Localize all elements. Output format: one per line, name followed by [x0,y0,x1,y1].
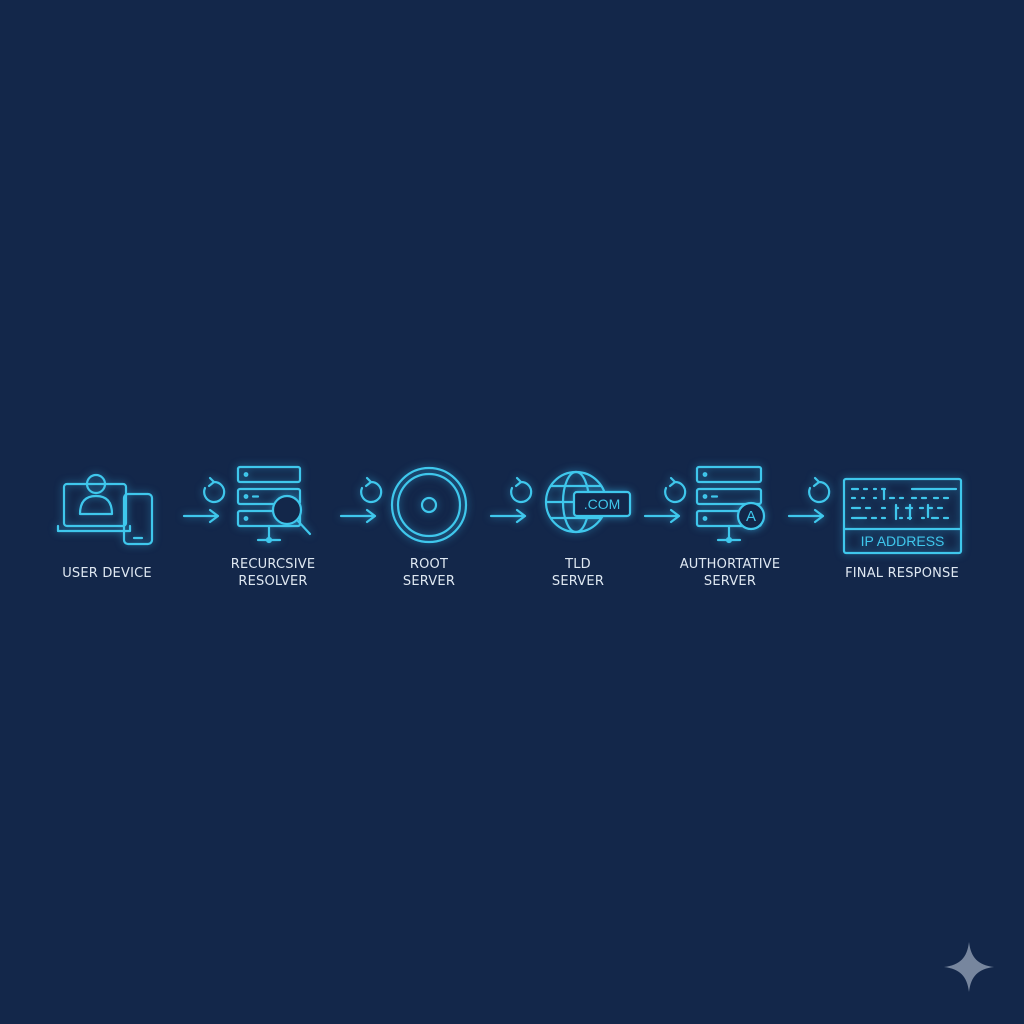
tld-com-badge: .COM [584,496,621,512]
root-server-disc-icon [390,466,468,544]
user-device-icon [56,473,154,546]
sparkle-icon [944,942,994,992]
step-label-authoritative-server: AUTHORTATIVE SERVER [665,556,795,590]
step-label-line: ROOT [409,557,449,572]
authority-a-badge: A [746,508,756,525]
step-label-line: SERVER [402,574,456,589]
tld-globe-icon: .COM [544,470,632,534]
flow-arrow [787,476,831,524]
step-label-line: SERVER [551,574,605,589]
flow-arrow [489,476,533,524]
authoritative-server-icon: A [695,465,766,544]
step-label-recursive-resolver: RECURCSIVE RESOLVER [213,556,333,590]
step-label-line: SERVER [703,574,757,589]
flow-arrow [182,476,226,524]
step-label-line: RECURCSIVE [230,557,316,572]
step-label-line: FINAL RESPONSE [845,566,959,581]
ip-address-panel-icon: IP ADDRESS [842,477,963,555]
step-label-root-server: ROOT SERVER [369,556,489,590]
step-label-line: RESOLVER [238,574,308,589]
flow-arrow [339,476,383,524]
flow-arrow [643,476,687,524]
step-label-line: USER DEVICE [62,566,152,581]
resolver-server-magnifier-icon [236,465,312,544]
step-label-line: TLD [565,557,591,572]
step-label-final-response: FINAL RESPONSE [837,565,967,582]
ip-address-label: IP ADDRESS [861,533,945,549]
step-label-tld-server: TLD SERVER [518,556,638,590]
step-label-line: AUTHORTATIVE [679,557,781,572]
step-label-user-device: USER DEVICE [47,565,167,582]
